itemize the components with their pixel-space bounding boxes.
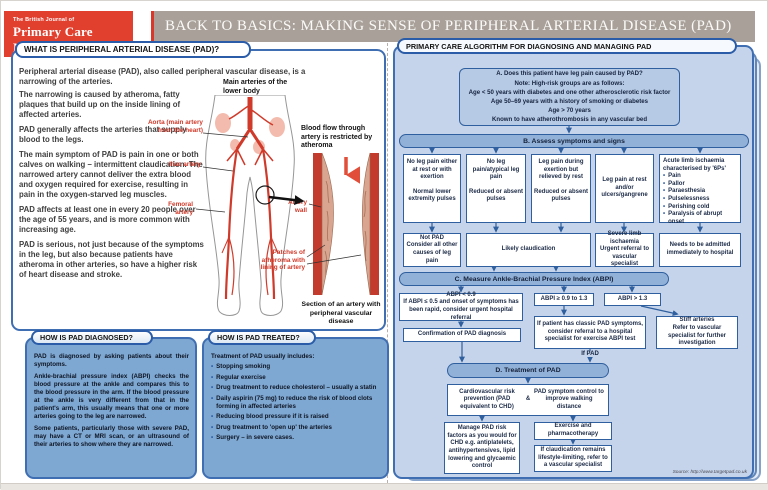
assess-box-no-pain: No leg pain either at rest or with exert… <box>403 154 461 223</box>
artery-section-caption: Section of an artery with peripheral vas… <box>301 301 381 326</box>
assess-box-exertion: Leg pain during exertion but relieved by… <box>531 154 591 223</box>
page-title-text: BACK TO BASICS: MAKING SENSE OF PERIPHER… <box>165 18 732 34</box>
how-treated-title: HOW IS PAD TREATED? <box>208 330 316 345</box>
outcome-admit-hospital: Needs to be admitted immediately to hosp… <box>659 233 741 267</box>
outcome-not-pad: Not PAD Consider all other causes of leg… <box>403 233 461 267</box>
six-ps-list: •Pain•Pallor•Paraesthesia•Pulselessness•… <box>663 173 723 225</box>
intro-paragraph: Peripheral arterial disease (PAD), also … <box>19 67 306 86</box>
what-is-pad-title: WHAT IS PERIPHERAL ARTERIAL DISEASE (PAD… <box>15 41 251 58</box>
femoral-artery-label: Femoral artery <box>168 201 193 216</box>
flow-header-b: B. Assess symptoms and signs <box>399 134 749 148</box>
abpi-high-box: ABPI > 1.3 <box>604 293 661 306</box>
exercise-box: Exercise and pharmacotherapy <box>534 422 612 440</box>
page-bottom-edge <box>1 483 768 490</box>
claudication-refer-box: If claudication remains lifestyle-limiti… <box>534 445 612 472</box>
ampersand: & <box>525 396 531 403</box>
abpi-low-box: ABPI < 0.9 If ABPI ≤ 0.5 and onset of sy… <box>399 292 523 321</box>
how-treated-title-text: HOW IS PAD TREATED? <box>217 333 300 342</box>
how-treated-intro: Treatment of PAD usually includes: <box>211 353 315 360</box>
how-diagnosed-title: HOW IS PAD DIAGNOSED? <box>31 330 153 345</box>
algorithm-title: PRIMARY CARE ALGORITHM FOR DIAGNOSING AN… <box>397 38 737 54</box>
outcome-claudication: Likely claudication <box>466 233 591 267</box>
atheroma-label: Patches of atheroma with lining of arter… <box>260 249 305 272</box>
outcome-severe-ischaemia: Severe limb ischaemia Urgent referral to… <box>595 231 654 267</box>
symptom-control-text: PAD symptom control to improve walking d… <box>534 388 604 410</box>
classic-symptoms-box: If patient has classic PAD symptoms, con… <box>534 316 646 349</box>
magnified-region-circle <box>255 185 275 205</box>
page-title: BACK TO BASICS: MAKING SENSE OF PERIPHER… <box>151 11 755 42</box>
assess-box-acute-ischaemia: Acute limb ischaemia characterised by '6… <box>659 154 741 225</box>
flow-header-d-text: D. Treatment of PAD <box>495 367 561 374</box>
artery-section-diagram <box>313 152 379 296</box>
flow-header-b-text: B. Assess symptoms and signs <box>523 137 625 145</box>
confirmation-box: Confirmation of PAD diagnosis <box>403 328 521 342</box>
iliac-artery-label: Iliac artery <box>169 161 201 168</box>
how-treated-bullets: •Stopping smoking•Regular exercise•Drug … <box>211 363 377 441</box>
how-diagnosed-title-text: HOW IS PAD DIAGNOSED? <box>40 333 133 342</box>
body-diagram-title: Main arteries of the lower body <box>223 79 288 95</box>
flow-header-c: C. Measure Ankle-Brachial Pressure Index… <box>399 272 669 286</box>
how-treated-panel <box>202 337 389 479</box>
assess-box-rest-pain: Leg pain at rest and/or ulcers/gangrene <box>595 154 654 223</box>
flow-box-a: A. Does this patient have leg pain cause… <box>459 68 680 126</box>
page-fold-line <box>387 43 388 483</box>
artery-wall-label: Artery wall <box>288 199 307 214</box>
source-link[interactable]: Source: http://www.targetpad.co.uk <box>672 470 747 475</box>
if-pad-label: If PAD <box>574 351 606 357</box>
assess-box-atypical: No leg pain/atypical leg pain Reduced or… <box>466 154 526 223</box>
how-diagnosed-text: PAD is diagnosed by asking patients abou… <box>34 353 189 448</box>
lower-body-arteries-diagram <box>205 95 295 316</box>
how-diagnosed-panel <box>25 337 197 479</box>
aorta-label: Aorta (main artery from the heart) <box>147 119 203 134</box>
journal-tagline: The British Journal of <box>13 17 75 23</box>
what-is-pad-title-text: WHAT IS PERIPHERAL ARTERIAL DISEASE (PAD… <box>24 45 220 54</box>
abpi-mid-box: ABPI ≥ 0.9 to 1.3 <box>534 293 594 306</box>
flow-header-d: D. Treatment of PAD <box>447 363 609 378</box>
manage-risk-factors-box: Manage PAD risk factors as you would for… <box>444 422 520 474</box>
what-is-paragraphs: The narrowing is caused by atheroma, fat… <box>19 90 204 279</box>
blood-flow-title: Blood flow through artery is restricted … <box>301 125 373 150</box>
treatment-split-box: Cardiovascular risk prevention (PAD equi… <box>447 384 609 416</box>
stiff-arteries-box: Stiff arteries Refer to vascular special… <box>656 316 738 349</box>
flow-header-c-text: C. Measure Ankle-Brachial Pressure Index… <box>454 275 614 283</box>
cv-risk-prevention-text: Cardiovascular risk prevention (PAD equi… <box>459 388 515 410</box>
algorithm-title-text: PRIMARY CARE ALGORITHM FOR DIAGNOSING AN… <box>406 41 652 51</box>
